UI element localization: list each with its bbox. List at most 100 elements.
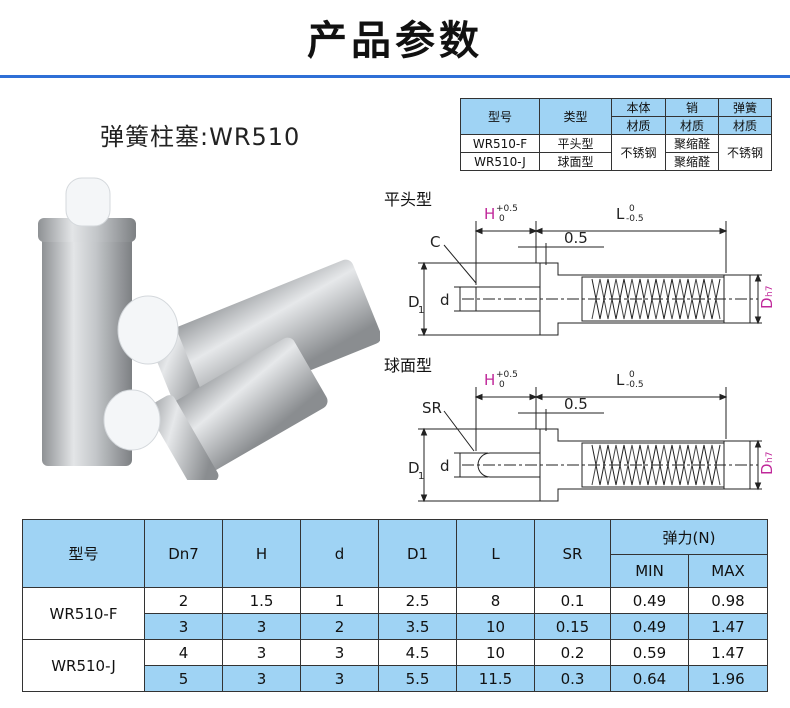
- material-table: 型号 类型 本体 销 弹簧 材质 材质 材质 WR510-F 平头型 不锈钢 聚…: [460, 98, 772, 171]
- flat-dn-sub: h7: [765, 286, 775, 297]
- spec-header-sr: SR: [534, 519, 611, 588]
- mat-header-body: 本体: [611, 98, 666, 117]
- cell-l: 10: [456, 613, 535, 640]
- mat-header-material-pin: 材质: [665, 116, 719, 135]
- table-row: 3 3 2 3.5 10 0.15 0.49 1.47: [23, 613, 768, 640]
- mat-body-material: 不锈钢: [611, 134, 666, 171]
- flat-h-letter: H: [484, 205, 495, 223]
- ball-l-tol-lower: -0.5: [626, 380, 644, 390]
- cell-d1: 5.5: [378, 665, 457, 692]
- ball-type-label: 球面型: [384, 356, 432, 375]
- cell-min: 0.59: [610, 639, 689, 666]
- ball-d-letter: d: [440, 457, 450, 475]
- mat-header-spring: 弹簧: [718, 98, 772, 117]
- cell-max: 0.98: [688, 587, 768, 614]
- cell-d: 3: [300, 665, 379, 692]
- flat-d1-letter: D: [408, 293, 420, 311]
- mat-row-model: WR510-J: [460, 152, 540, 171]
- ball-d1-letter: D: [408, 459, 420, 477]
- flat-h-tol-upper: +0.5: [496, 204, 518, 214]
- spec-header-model: 型号: [22, 519, 145, 588]
- cell-h: 3: [222, 665, 301, 692]
- table-row: WR510-J 4 3 3 4.5 10 0.2 0.59 1.47: [22, 639, 768, 692]
- flat-d-letter: d: [440, 291, 450, 309]
- flat-d1-sub: 1: [418, 305, 424, 316]
- spec-header-dn7: Dn7: [144, 519, 223, 588]
- table-row: WR510-F 2 1.5 1 2.5 8 0.1 0.49 0.98: [22, 587, 768, 640]
- mat-header-pin: 销: [665, 98, 719, 117]
- spec-model: WR510-F: [22, 587, 145, 640]
- cell-l: 8: [456, 587, 535, 614]
- product-name: 弹簧柱塞:WR510: [100, 123, 301, 151]
- spec-header-l: L: [456, 519, 535, 588]
- ball-l-letter: L: [616, 371, 625, 389]
- page-header: 产品参数: [0, 0, 790, 78]
- cell-min: 0.64: [610, 665, 689, 692]
- cell-l: 11.5: [456, 665, 535, 692]
- ball-l-tol-upper: 0: [629, 370, 635, 380]
- ball-gap-value: 0.5: [564, 395, 588, 413]
- flat-corner-label: C: [430, 233, 440, 251]
- cell-d1: 4.5: [378, 639, 457, 666]
- mat-pin-material: 聚缩醛: [665, 134, 719, 153]
- ball-d1-sub: 1: [418, 471, 424, 482]
- cell-max: 1.47: [688, 639, 768, 666]
- cell-h: 1.5: [222, 587, 301, 614]
- cell-dn7: 2: [144, 587, 223, 614]
- spec-table: 型号 Dn7 H d D1 L SR 弹力(N) MIN MAX WR510-F…: [22, 519, 768, 692]
- cell-min: 0.49: [610, 587, 689, 614]
- mat-row-type: 球面型: [539, 152, 612, 171]
- flat-l-letter: L: [616, 205, 625, 223]
- ball-corner-label: SR: [422, 399, 442, 417]
- pin-tip-back: [117, 295, 179, 365]
- mat-header-material-body: 材质: [611, 116, 666, 135]
- cell-max: 1.47: [688, 613, 768, 640]
- cell-d: 3: [300, 639, 379, 666]
- page-title: 产品参数: [307, 18, 483, 64]
- cell-dn7: 5: [144, 665, 223, 692]
- cell-h: 3: [222, 639, 301, 666]
- product-photo: [38, 177, 380, 480]
- cell-d: 2: [300, 613, 379, 640]
- ball-h-letter: H: [484, 371, 495, 389]
- cell-dn7: 3: [144, 613, 223, 640]
- spec-header-max: MAX: [688, 554, 768, 588]
- cell-h: 3: [222, 613, 301, 640]
- flat-type-label: 平头型: [384, 190, 432, 209]
- ball-h-tol-upper: +0.5: [496, 370, 518, 380]
- spec-header-force: 弹力(N): [610, 519, 768, 555]
- cell-sr: 0.3: [534, 665, 611, 692]
- mat-header-material-spring: 材质: [718, 116, 772, 135]
- cell-sr: 0.15: [534, 613, 611, 640]
- cell-dn7: 4: [144, 639, 223, 666]
- mat-pin-material: 聚缩醛: [665, 152, 719, 171]
- mat-header-type: 类型: [539, 98, 612, 135]
- spec-header-h: H: [222, 519, 301, 588]
- mat-row-model: WR510-F: [460, 134, 540, 153]
- pin-tip-front: [103, 389, 161, 451]
- mat-row-type: 平头型: [539, 134, 612, 153]
- spec-header-d: d: [300, 519, 379, 588]
- plunger-diagonal-front: [147, 337, 328, 480]
- mat-header-model: 型号: [460, 98, 540, 135]
- cell-d1: 2.5: [378, 587, 457, 614]
- spec-model: WR510-J: [22, 639, 145, 692]
- cell-sr: 0.2: [534, 639, 611, 666]
- ball-dn-letter: D: [758, 463, 776, 475]
- flat-dn-letter: D: [758, 297, 776, 309]
- mat-spring-material: 不锈钢: [718, 134, 772, 171]
- flat-h-tol-lower: 0: [499, 214, 505, 224]
- spec-header-d1: D1: [378, 519, 457, 588]
- cell-l: 10: [456, 639, 535, 666]
- ball-dn-sub: h7: [765, 452, 775, 463]
- cell-min: 0.49: [610, 613, 689, 640]
- flat-l-tol-lower: -0.5: [626, 214, 644, 224]
- spec-header-min: MIN: [610, 554, 689, 588]
- ball-h-tol-lower: 0: [499, 380, 505, 390]
- flat-gap-value: 0.5: [564, 229, 588, 247]
- flat-l-tol-upper: 0: [629, 204, 635, 214]
- table-row: 5 3 3 5.5 11.5 0.3 0.64 1.96: [23, 665, 768, 692]
- cell-d: 1: [300, 587, 379, 614]
- cell-sr: 0.1: [534, 587, 611, 614]
- cell-d1: 3.5: [378, 613, 457, 640]
